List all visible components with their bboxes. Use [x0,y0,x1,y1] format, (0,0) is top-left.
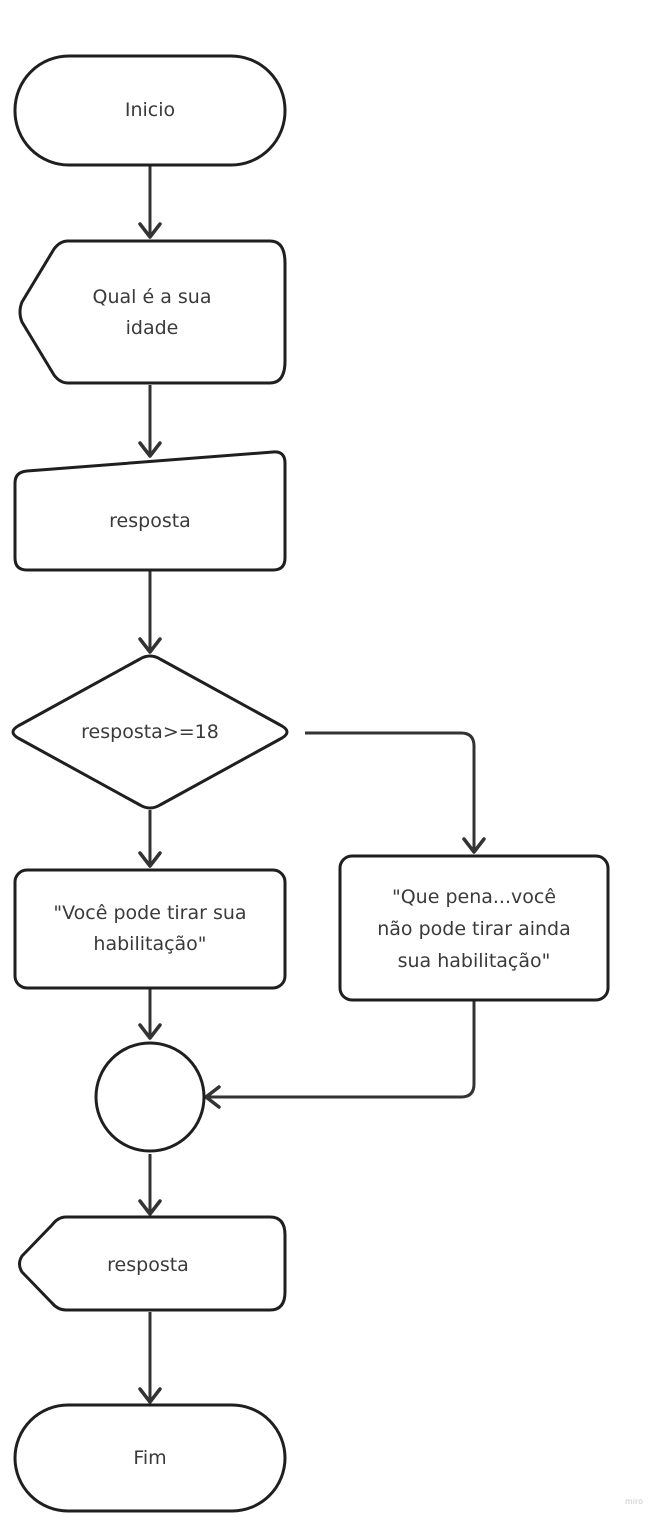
arrowhead-down-icon [138,1023,162,1040]
no-output-node[interactable]: "Que pena...você não pode tirar ainda su… [338,854,610,1002]
decision-label: resposta>=18 [81,721,219,743]
process-shape [13,868,287,990]
terminator-shape [13,54,287,167]
input-node[interactable]: resposta [13,450,287,572]
result-label: resposta [107,1254,189,1276]
arrowhead-down-icon [462,837,486,854]
miro-watermark: miro [625,1497,643,1506]
prompt-label-line-2: idade [126,317,179,339]
manual-input-shape [13,450,287,572]
no-label-line-2: não pode tirar ainda [377,918,571,940]
arrowhead-left-icon [204,1085,221,1109]
no-label-line-1: "Que pena...você [392,886,556,908]
display-shape [18,239,287,385]
yes-output-node[interactable]: "Você pode tirar sua habilitação" [13,868,287,990]
arrowhead-down-icon [138,637,162,654]
decision-node[interactable]: resposta>=18 [11,654,289,810]
arrowhead-down-icon [138,1199,162,1216]
no-label-line-3: sua habilitação" [398,950,551,972]
yes-label-line-1: "Você pode tirar sua [53,902,246,924]
end-label: Fim [133,1447,166,1469]
connector-no-to-merge [206,1000,476,1099]
start-terminator[interactable]: Inicio [13,54,287,167]
yes-label-line-2: habilitação" [93,933,206,955]
prompt-display-node[interactable]: Qual é a sua idade [18,239,287,385]
arrowhead-down-icon [138,222,162,239]
decision-shape [11,654,289,810]
arrowhead-down-icon [138,441,162,458]
arrowhead-down-icon [138,1387,162,1404]
input-label: resposta [109,510,191,532]
process-shape [338,854,610,1002]
connector-decision-to-no [305,731,476,852]
arrowhead-down-icon [138,851,162,868]
end-terminator[interactable]: Fim [13,1403,287,1513]
terminator-shape [13,1403,287,1513]
connectors [138,165,486,1404]
display-shape [18,1215,287,1312]
start-label: Inicio [125,99,175,121]
merge-connector-node[interactable] [94,1041,206,1153]
result-display-node[interactable]: resposta [18,1215,287,1312]
prompt-label-line-1: Qual é a sua [93,286,212,308]
